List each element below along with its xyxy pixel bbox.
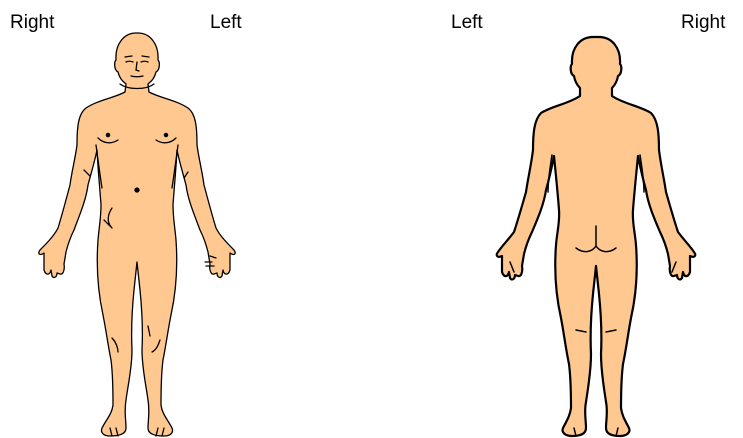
back-body-figure: [0, 0, 743, 438]
